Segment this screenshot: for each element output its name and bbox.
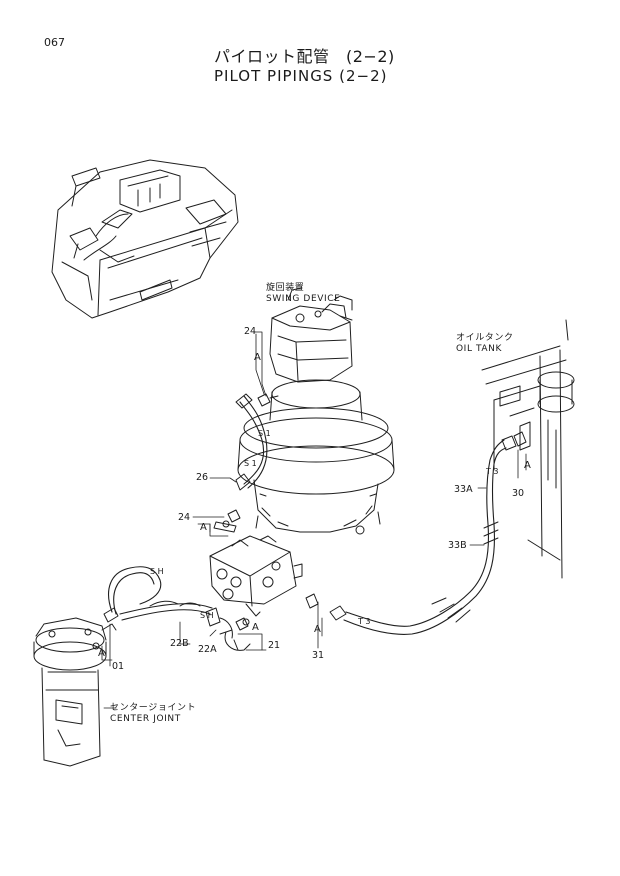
ref-letter-a-tank: A [524, 460, 531, 471]
ref-letter-a-fitting31: A [314, 624, 321, 635]
swing-device-label-en: SWING DEVICE [266, 294, 341, 304]
part-number-24-mid: 24 [178, 512, 191, 523]
oil-tank-drawing [481, 319, 575, 579]
center-joint-drawing [33, 617, 117, 767]
title-japanese: パイロット配管 (2−2) [214, 47, 395, 66]
swing-device-label-jp: 旋回装置 [266, 283, 305, 293]
hose-mark-s1-a: S 1 [258, 429, 271, 438]
part-number-22a: 22A [198, 644, 217, 655]
machine-overview [51, 159, 239, 319]
hose-mark-s1-b: S 1 [244, 459, 257, 468]
reference-letters: A A A A A A [98, 352, 531, 659]
part-number-31: 31 [312, 650, 325, 661]
part-number-24-top: 24 [244, 326, 257, 337]
part-number-21: 21 [268, 640, 281, 651]
swing-device-drawing [237, 287, 395, 535]
part-number-33b: 33B [448, 540, 467, 551]
hose-mark-sh-b: S H [200, 611, 214, 620]
leader-lines [101, 331, 527, 709]
part-number-01: 01 [112, 661, 125, 672]
ref-letter-a-swing: A [254, 352, 261, 363]
oil-tank-label: オイルタンク OIL TANK [456, 333, 514, 355]
swing-device-label: 旋回装置 SWING DEVICE [266, 283, 340, 305]
hose-marks: S 1 S 1 T 3 T 3 S H S H [150, 429, 499, 626]
page-number: 067 [44, 36, 65, 49]
valve-block-drawing [209, 520, 303, 651]
ref-letter-a-joint: A [98, 648, 105, 659]
ref-letter-a-fitting: A [200, 522, 207, 533]
title-english: PILOT PIPINGS (2−2) [214, 67, 388, 85]
part-number-30: 30 [512, 488, 525, 499]
center-joint-label-jp: センタージョイント [110, 703, 197, 713]
part-number-26: 26 [196, 472, 209, 483]
hose-mark-t3-a: T 3 [485, 467, 499, 476]
part-number-22b: 22B [170, 638, 189, 649]
hose-mark-t3-b: T 3 [357, 617, 371, 626]
center-joint-label-en: CENTER JOINT [110, 714, 181, 724]
oil-tank-label-jp: オイルタンク [456, 333, 514, 343]
part-number-33a: 33A [454, 484, 473, 495]
oil-tank-label-en: OIL TANK [456, 344, 503, 354]
pilot-hoses [103, 393, 527, 639]
center-joint-label: センタージョイント CENTER JOINT [110, 703, 196, 725]
ref-letter-a-valve: A [252, 622, 259, 633]
hose-mark-sh-a: S H [150, 567, 164, 576]
